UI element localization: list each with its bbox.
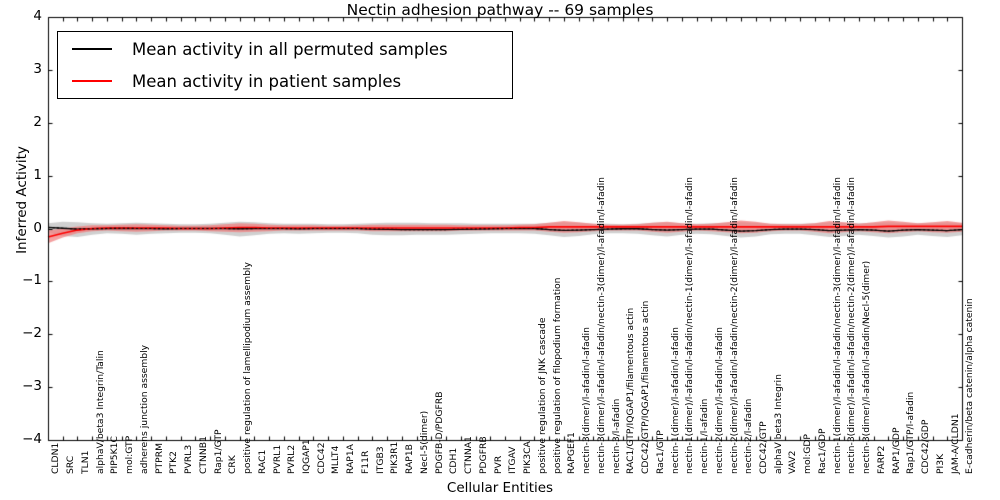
legend-label-patient: Mean activity in patient samples [132, 71, 402, 91]
legend-swatch-patient [72, 80, 112, 82]
legend-swatch-permuted [72, 48, 112, 50]
y-tick-label: 4 [33, 8, 42, 24]
y-tick-label: 0 [33, 219, 42, 236]
legend-item-permuted: Mean activity in all permuted samples [58, 32, 448, 66]
y-tick-label: 3 [33, 60, 42, 77]
y-tick-label: 1 [33, 166, 42, 183]
y-tick-label: −2 [22, 325, 42, 342]
chart-legend: Mean activity in all permuted samples Me… [57, 31, 513, 99]
y-tick-label: −4 [22, 431, 42, 447]
x-axis-label: Cellular Entities [446, 480, 554, 496]
chart-title: Nectin adhesion pathway -- 69 samples [346, 1, 654, 19]
y-tick-label: 2 [33, 113, 42, 130]
legend-item-patient: Mean activity in patient samples [58, 64, 401, 98]
y-tick-label: −1 [22, 272, 42, 289]
legend-label-permuted: Mean activity in all permuted samples [132, 39, 448, 59]
y-tick-label: −3 [22, 378, 42, 395]
